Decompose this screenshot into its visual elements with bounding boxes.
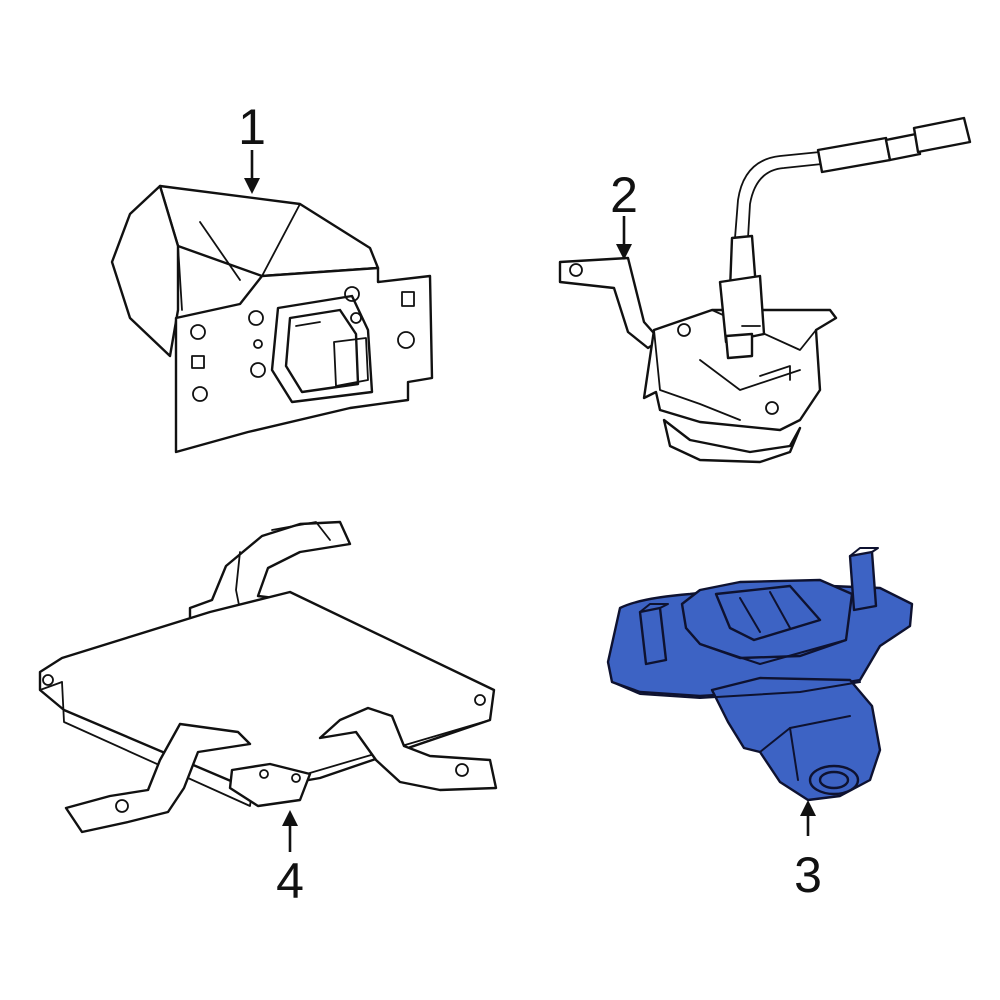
part-1-module[interactable] — [110, 184, 434, 454]
part-4-control-module[interactable] — [38, 520, 498, 834]
callout-4-label: 4 — [276, 853, 304, 909]
part-3-camera-highlighted[interactable] — [606, 547, 914, 802]
callout-3: 3 — [794, 800, 822, 903]
callout-3-label: 3 — [794, 847, 822, 903]
part-2-camera-harness[interactable] — [558, 116, 972, 464]
callout-1-label: 1 — [238, 99, 266, 155]
callout-1: 1 — [238, 99, 266, 194]
callout-2: 2 — [610, 167, 638, 260]
callout-2-label: 2 — [610, 167, 638, 223]
callout-4: 4 — [276, 810, 304, 909]
